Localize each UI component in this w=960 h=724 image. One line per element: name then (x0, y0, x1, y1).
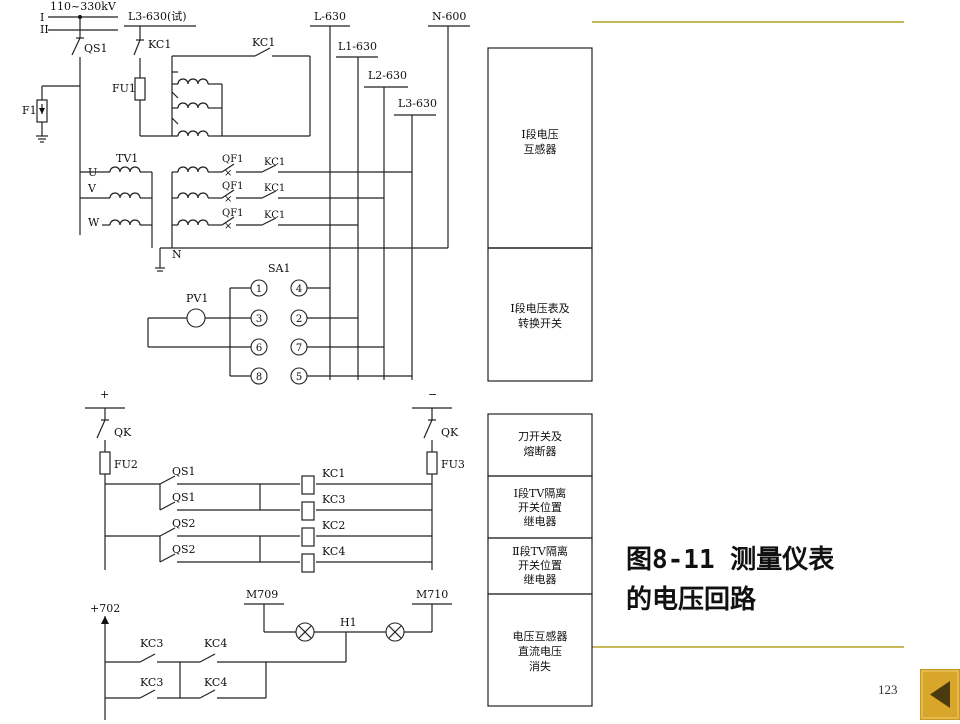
m709-label: M709 (246, 588, 278, 601)
l3-test-label: L3-630(试) (128, 10, 187, 23)
block-3-line-2: 熔断器 (524, 444, 557, 458)
f1-label: F1 (22, 104, 37, 117)
phase-w-label: W (88, 216, 100, 229)
terminal-6: 6 (256, 343, 262, 354)
terminal-3: 3 (256, 314, 262, 325)
block-4-line-3: 继电器 (524, 515, 557, 528)
kc2-coil-label: KC2 (322, 519, 345, 532)
function-column: Ⅰ段电压 互感器 Ⅰ段电压表及 转换开关 刀开关及 熔断器 Ⅰ段TV隔离 开关位… (487, 47, 593, 707)
kc4-contact-label-2: KC4 (204, 676, 227, 689)
kc3-contact-label-1: KC3 (140, 637, 163, 650)
block-5-line-3: 继电器 (524, 573, 557, 586)
l3-label: L3-630 (398, 97, 437, 110)
block-5-line-1: Ⅱ段TV隔离 (512, 544, 568, 558)
qs2-label-dc-2: QS2 (172, 543, 196, 556)
phase-v-label: V (87, 182, 97, 195)
qf1-row-3: × QF1 KC1 (208, 208, 358, 232)
kc1-label-3: KC1 (264, 210, 285, 221)
qf1-label-2: QF1 (222, 181, 244, 192)
kc1-label-contact: KC1 (252, 36, 275, 49)
figure-caption-line-1: 图8-11 测量仪表 (626, 545, 835, 575)
kc1-coil-label: KC1 (322, 467, 345, 480)
qs1-label: QS1 (84, 42, 108, 55)
m710-label: M710 (416, 588, 448, 601)
qk-label-right: QK (441, 426, 459, 439)
tv1-label: TV1 (116, 152, 138, 165)
block-1-line-2: 互感器 (524, 143, 557, 156)
qf1-label-3: QF1 (222, 208, 244, 219)
ac-circuit: 110~330kV I II QS1 F1 L3-630(试) KC1 FU1 (22, 0, 470, 385)
svg-text:×: × (224, 194, 232, 205)
kc4-contact-label-1: KC4 (204, 637, 227, 650)
qs1-label-dc-2: QS1 (172, 491, 196, 504)
neutral-label: N (172, 248, 182, 261)
relay-row-kc1: QS1 KC1 (105, 465, 432, 495)
back-arrow-icon (919, 668, 960, 721)
block-3-line-1: 刀开关及 (518, 429, 562, 443)
bus-i-label: I (40, 11, 44, 24)
l1-label: L1-630 (338, 40, 377, 53)
relay-row-kc2: QS2 KC2 (105, 517, 432, 547)
block-5-line-2: 开关位置 (518, 558, 562, 572)
terminal-7: 7 (296, 343, 302, 354)
block-4-line-2: 开关位置 (518, 500, 562, 514)
kc1-label-top: KC1 (148, 38, 171, 51)
block-1-line-1: Ⅰ段电压 (521, 127, 558, 141)
l630-label: L-630 (314, 10, 346, 23)
fu1-label: FU1 (112, 82, 136, 95)
kc1-label-2: KC1 (264, 183, 285, 194)
qf1-row-2: × QF1 KC1 (208, 181, 384, 205)
relay-row-kc3: QS1 KC3 (159, 484, 432, 521)
pv1-label: PV1 (186, 292, 208, 305)
qf1-row-1: × QF1 KC1 (208, 154, 412, 179)
bus-ii-label: II (40, 23, 49, 36)
page-number: 123 (878, 682, 898, 697)
sa1-label: SA1 (268, 262, 290, 275)
terminal-2: 2 (296, 314, 302, 325)
qk-label-left: QK (114, 426, 132, 439)
plus702-label: +702 (90, 602, 120, 615)
qf1-label-1: QF1 (222, 154, 244, 165)
minus-label: − (428, 388, 437, 401)
qs1-label-dc: QS1 (172, 465, 196, 478)
svg-text:×: × (224, 168, 232, 179)
fu2-label: FU2 (114, 458, 138, 471)
sa1-terminals: 1 4 3 2 6 7 8 5 (250, 279, 308, 385)
figure-caption-line-2: 的电压回路 (626, 584, 757, 615)
n600-label: N-600 (432, 10, 466, 23)
kc3-contact-label-2: KC3 (140, 676, 163, 689)
svg-text:×: × (224, 221, 232, 232)
kc1-label-1: KC1 (264, 157, 285, 168)
block-6-line-1: 电压互感器 (513, 630, 568, 643)
plus-label: + (100, 388, 109, 401)
block-4-line-1: Ⅰ段TV隔离 (514, 486, 567, 500)
kc3-coil-label: KC3 (322, 493, 345, 506)
h1-label: H1 (340, 616, 357, 629)
l2-label: L2-630 (368, 69, 407, 82)
terminal-8: 8 (256, 372, 262, 383)
source-voltage-label: 110~330kV (50, 0, 117, 13)
relay-row-kc4: QS2 KC4 (159, 536, 432, 573)
block-6-line-2: 直流电压 (518, 644, 562, 658)
qs2-label-dc: QS2 (172, 517, 196, 530)
previous-slide-button[interactable] (919, 668, 960, 721)
voltmeter-pv1 (186, 308, 206, 328)
terminal-1: 1 (256, 284, 262, 295)
block-6-line-3: 消失 (529, 659, 551, 673)
fu3-label: FU3 (441, 458, 465, 471)
terminal-5: 5 (296, 372, 302, 383)
dc-circuit: + QK FU2 − QK FU3 QS1 KC1 (85, 388, 465, 720)
terminal-4: 4 (296, 284, 302, 295)
kc4-coil-label: KC4 (322, 545, 345, 558)
block-2-line-1: Ⅰ段电压表及 (510, 301, 569, 315)
block-2-line-2: 转换开关 (518, 316, 562, 330)
